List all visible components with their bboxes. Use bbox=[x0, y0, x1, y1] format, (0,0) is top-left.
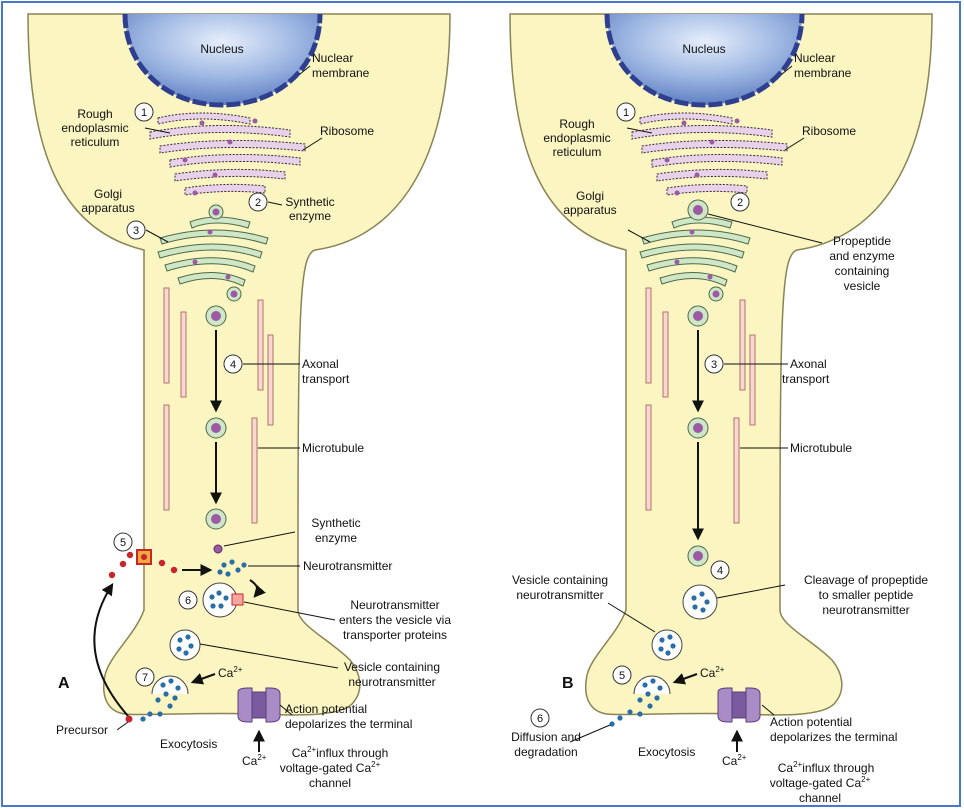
exocytosis-label-b: Exocytosis bbox=[638, 745, 695, 759]
cleavage-vesicle-b bbox=[682, 584, 718, 620]
ca-channel-a bbox=[237, 687, 281, 723]
ca-influx-label-b: Ca bbox=[778, 761, 794, 775]
step-7-a: 7 bbox=[142, 672, 148, 684]
diffusion-label-b: Diffusion and bbox=[511, 730, 581, 744]
golgi-a bbox=[157, 216, 269, 287]
ribosome-label-b: Ribosome bbox=[802, 124, 856, 138]
nucleus-a bbox=[125, 14, 320, 105]
panel-letter-a: A bbox=[58, 675, 70, 692]
ca-label-a: Ca2+ bbox=[218, 665, 243, 680]
nuclear-membrane-label-a: Nuclear bbox=[312, 51, 353, 65]
step-4-a: 4 bbox=[230, 359, 236, 371]
precursor-label-a: Precursor bbox=[56, 723, 108, 737]
step-6-b: 6 bbox=[537, 713, 543, 725]
rough-er-label-a: Rough bbox=[77, 107, 112, 121]
vesicle-a bbox=[169, 629, 201, 661]
transporter-label-a: Neurotransmitter bbox=[350, 598, 439, 612]
transport-vesicles-a bbox=[205, 305, 227, 530]
step-6-a: 6 bbox=[185, 595, 191, 607]
step-markers-a bbox=[113, 102, 268, 687]
ca-label-bottom-b: Ca2+ bbox=[722, 753, 747, 768]
step-3-a: 3 bbox=[133, 225, 139, 237]
vesicle-containing-label-b: Vesicle containing bbox=[512, 573, 608, 587]
step-1-b: 1 bbox=[623, 107, 629, 119]
synthetic-enzyme-label-a: Synthetic bbox=[285, 195, 334, 209]
step-4-b: 4 bbox=[717, 565, 723, 577]
nucleus-label-b: Nucleus bbox=[682, 42, 725, 56]
step-1-a: 1 bbox=[141, 107, 147, 119]
action-potential-label-b: Action potential bbox=[770, 715, 852, 729]
ca-label-b: Ca2+ bbox=[700, 665, 725, 680]
nucleus-b bbox=[607, 14, 802, 105]
transport-vesicles-b bbox=[687, 305, 709, 567]
step-2-a: 2 bbox=[255, 197, 261, 209]
rough-er-label-b: Rough bbox=[559, 117, 594, 131]
step-markers-b bbox=[530, 102, 750, 728]
golgi-b bbox=[639, 216, 751, 287]
neurotransmitter-label-a: Neurotransmitter bbox=[303, 559, 392, 573]
synthetic-enzyme-bottom-label-a: Synthetic bbox=[311, 516, 360, 530]
microtubule-label-a: Microtubule bbox=[302, 441, 364, 455]
rough-er-a bbox=[149, 112, 306, 196]
step-2-b: 2 bbox=[737, 197, 743, 209]
panel-letter-b: B bbox=[562, 675, 574, 692]
cleavage-label-b: Cleavage of propeptide bbox=[804, 573, 928, 587]
ribosome-label-a: Ribosome bbox=[320, 124, 374, 138]
golgi-label-a: Golgi bbox=[94, 187, 122, 201]
axonal-transport-label-b: Axonal bbox=[790, 357, 827, 371]
vesicle-b bbox=[651, 629, 683, 661]
microtubule-label-b: Microtubule bbox=[790, 441, 852, 455]
step-3-b: 3 bbox=[711, 359, 717, 371]
axonal-transport-label-a: Axonal bbox=[302, 357, 339, 371]
rough-er-b bbox=[631, 112, 788, 196]
exocytosis-label-a: Exocytosis bbox=[160, 737, 217, 751]
ca-channel-b bbox=[717, 687, 761, 723]
nuclear-membrane-a bbox=[122, 13, 323, 108]
ca-influx-label-a: Ca bbox=[292, 746, 308, 760]
nucleus-label-a: Nucleus bbox=[200, 42, 243, 56]
propeptide-label-b: Propeptide bbox=[833, 234, 891, 248]
step-5-b: 5 bbox=[619, 670, 625, 682]
microtubules-a bbox=[163, 287, 274, 524]
golgi-label-b: Golgi bbox=[576, 189, 604, 203]
step-5-a: 5 bbox=[120, 537, 126, 549]
ca-label-bottom-a: Ca2+ bbox=[242, 753, 267, 768]
microtubules-b bbox=[645, 287, 756, 524]
nuclear-membrane-b bbox=[604, 13, 805, 108]
nuclear-membrane-label-b: Nuclear bbox=[794, 51, 835, 65]
action-potential-label-a: Action potential bbox=[285, 702, 367, 716]
vesicle-containing-label-a: Vesicle containing bbox=[344, 660, 440, 674]
